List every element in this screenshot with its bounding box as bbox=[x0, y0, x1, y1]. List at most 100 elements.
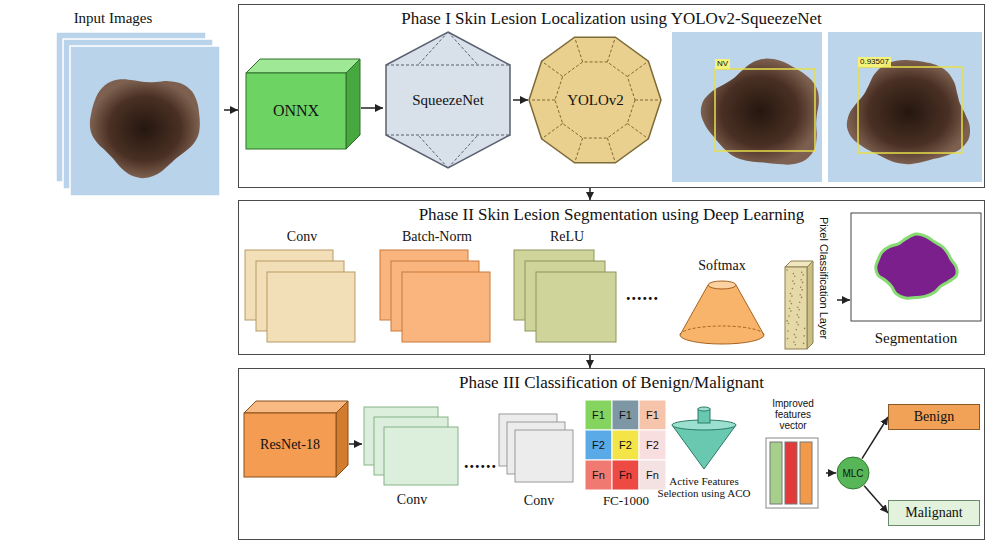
arrow-connector bbox=[837, 299, 850, 301]
facet-line bbox=[575, 138, 583, 163]
facet-line bbox=[418, 135, 448, 168]
facet-line bbox=[542, 61, 563, 76]
input-image-stack-shape bbox=[52, 6, 224, 200]
funnel-cone bbox=[672, 425, 736, 469]
texture-dot bbox=[796, 329, 798, 331]
node-label: Fn bbox=[639, 460, 666, 490]
cone-body bbox=[680, 285, 764, 344]
texture-dot bbox=[798, 309, 800, 311]
arrow-connector bbox=[513, 99, 528, 101]
segmented-lesion bbox=[876, 234, 957, 298]
feature-map bbox=[515, 430, 573, 482]
softmax-cone: Softmax bbox=[676, 255, 768, 347]
node-label: F2 bbox=[585, 430, 612, 460]
relu-layer-stack-shape bbox=[512, 226, 622, 348]
vector-bar bbox=[770, 442, 782, 504]
conv-layer-stack: Conv bbox=[497, 412, 581, 512]
bar-front bbox=[785, 267, 807, 349]
texture-dot bbox=[792, 288, 794, 290]
arrow-connector bbox=[589, 188, 591, 200]
feature-cell bbox=[585, 430, 612, 460]
node-label: ONNX bbox=[246, 73, 346, 148]
arrow-connector bbox=[826, 472, 836, 474]
node-label: Pixel Classification Layer bbox=[813, 207, 835, 349]
feature-cell bbox=[612, 460, 639, 490]
facet-line bbox=[386, 135, 510, 136]
texture-dot bbox=[795, 336, 797, 338]
node-label: Conv bbox=[497, 492, 581, 510]
conv-layer-stack-shape bbox=[243, 226, 361, 348]
segmentation-result: Segmentation bbox=[850, 212, 982, 354]
texture-dot bbox=[789, 308, 791, 310]
skin-lesion bbox=[701, 59, 819, 165]
detection-box bbox=[715, 69, 815, 151]
node-label: F1 bbox=[639, 400, 666, 430]
box-side bbox=[336, 401, 348, 477]
detection-result-image-shape bbox=[672, 32, 822, 182]
facet-line bbox=[529, 100, 555, 101]
texture-dot bbox=[802, 282, 804, 284]
aco-funnel-shape bbox=[652, 405, 756, 531]
facet-line bbox=[448, 135, 478, 168]
arrow-connector bbox=[224, 109, 238, 111]
texture-dot bbox=[791, 303, 793, 305]
node-label: FC-1000 bbox=[583, 492, 669, 510]
vector-bar bbox=[800, 442, 812, 504]
texture-dot bbox=[803, 335, 805, 337]
conv-layer-stack: Conv bbox=[362, 405, 462, 511]
texture-dot bbox=[802, 274, 804, 276]
phase-panel: Phase I Skin Lesion Localization using Y… bbox=[238, 4, 985, 188]
node-label: 0.93507 bbox=[858, 57, 891, 67]
node-label: SqueezeNet bbox=[383, 85, 513, 115]
texture-dot bbox=[801, 272, 803, 274]
detection-result-image: NV bbox=[672, 32, 822, 182]
texture-dot bbox=[788, 315, 790, 317]
cone-top bbox=[708, 281, 736, 289]
facet-line bbox=[386, 65, 510, 66]
texture-dot bbox=[795, 344, 797, 346]
texture-dot bbox=[791, 295, 793, 297]
aco-funnel: Active Features Selection using ACO bbox=[652, 405, 756, 531]
ellipsis-label: ...... bbox=[626, 284, 659, 305]
phase-panel: Phase III Classification of Benign/Malig… bbox=[238, 368, 985, 540]
phase-panel: Phase II Skin Lesion Segmentation using … bbox=[238, 200, 985, 355]
vector-bar bbox=[785, 442, 797, 504]
feature-cell bbox=[639, 400, 666, 430]
node-label: ResNet-18 bbox=[244, 413, 336, 476]
node-label: Softmax bbox=[676, 257, 768, 275]
funnel-cap bbox=[698, 407, 710, 411]
fc-feature-grid: F1F1F1F2F2F2FnFnFnFC-1000 bbox=[583, 398, 669, 512]
texture-dot bbox=[797, 324, 799, 326]
texture-dot bbox=[787, 330, 789, 332]
class-box: Benign bbox=[888, 404, 980, 430]
facet-line bbox=[635, 100, 661, 101]
box-side bbox=[346, 59, 360, 149]
feature-map bbox=[402, 272, 490, 342]
node-label: MLC bbox=[836, 456, 870, 490]
node-label: NV bbox=[715, 59, 730, 69]
texture-dot bbox=[788, 323, 790, 325]
detection-result-image: 0.93507 bbox=[828, 32, 982, 182]
image-background bbox=[672, 32, 822, 182]
node-label: F1 bbox=[612, 400, 639, 430]
skin-lesion bbox=[90, 79, 200, 178]
feature-map bbox=[536, 272, 616, 342]
texture-dot bbox=[790, 293, 792, 295]
texture-dot bbox=[794, 275, 796, 277]
box-top bbox=[244, 401, 348, 413]
texture-dot bbox=[800, 279, 802, 281]
arrow-connector bbox=[589, 355, 591, 368]
box-front bbox=[246, 73, 346, 149]
cone-back-edge bbox=[680, 326, 764, 335]
facet-line bbox=[627, 61, 648, 76]
squeezenet-hexagon: SqueezeNet bbox=[383, 30, 513, 170]
texture-dot bbox=[804, 328, 806, 330]
facet-line bbox=[542, 124, 563, 139]
box-top bbox=[246, 59, 360, 73]
resnet-block: ResNet-18 bbox=[243, 400, 349, 478]
arrow-connector bbox=[361, 107, 383, 109]
onnx-block: ONNX bbox=[245, 58, 361, 150]
texture-dot bbox=[798, 317, 800, 319]
texture-dot bbox=[801, 297, 803, 299]
